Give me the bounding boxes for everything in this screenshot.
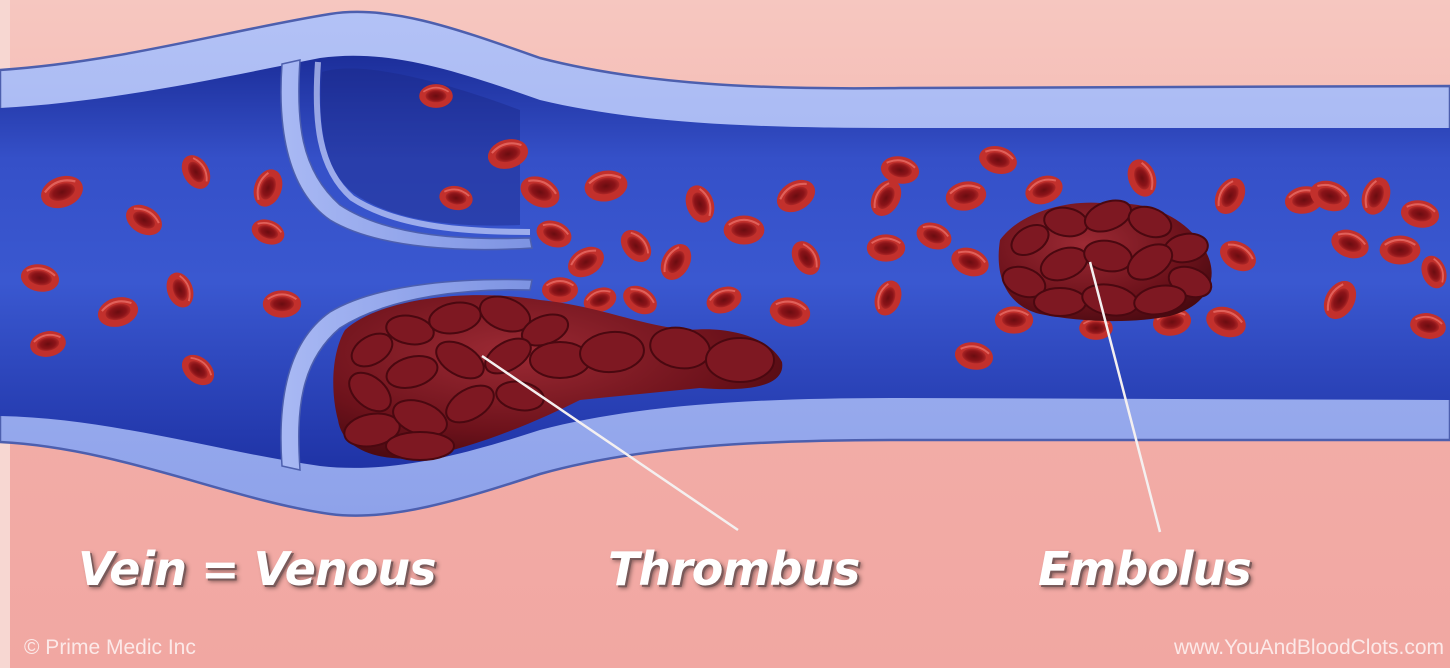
clot-cell	[1034, 288, 1086, 316]
red-blood-cell	[724, 216, 765, 245]
clot-cell	[386, 432, 454, 460]
copyright-text: © Prime Medic Inc	[24, 636, 196, 660]
red-blood-cell	[542, 277, 578, 303]
red-blood-cell	[263, 290, 301, 317]
thrombus-label: Thrombus	[608, 542, 859, 596]
website-link[interactable]: www.YouAndBloodClots.com	[1174, 636, 1444, 660]
red-blood-cell	[1380, 236, 1421, 265]
red-blood-cell	[995, 306, 1033, 333]
vein-label: Vein = Venous	[78, 542, 435, 596]
clot-cell	[706, 338, 774, 382]
red-blood-cell	[419, 84, 453, 108]
embolus-label: Embolus	[1038, 542, 1251, 596]
red-blood-cell	[867, 234, 905, 261]
